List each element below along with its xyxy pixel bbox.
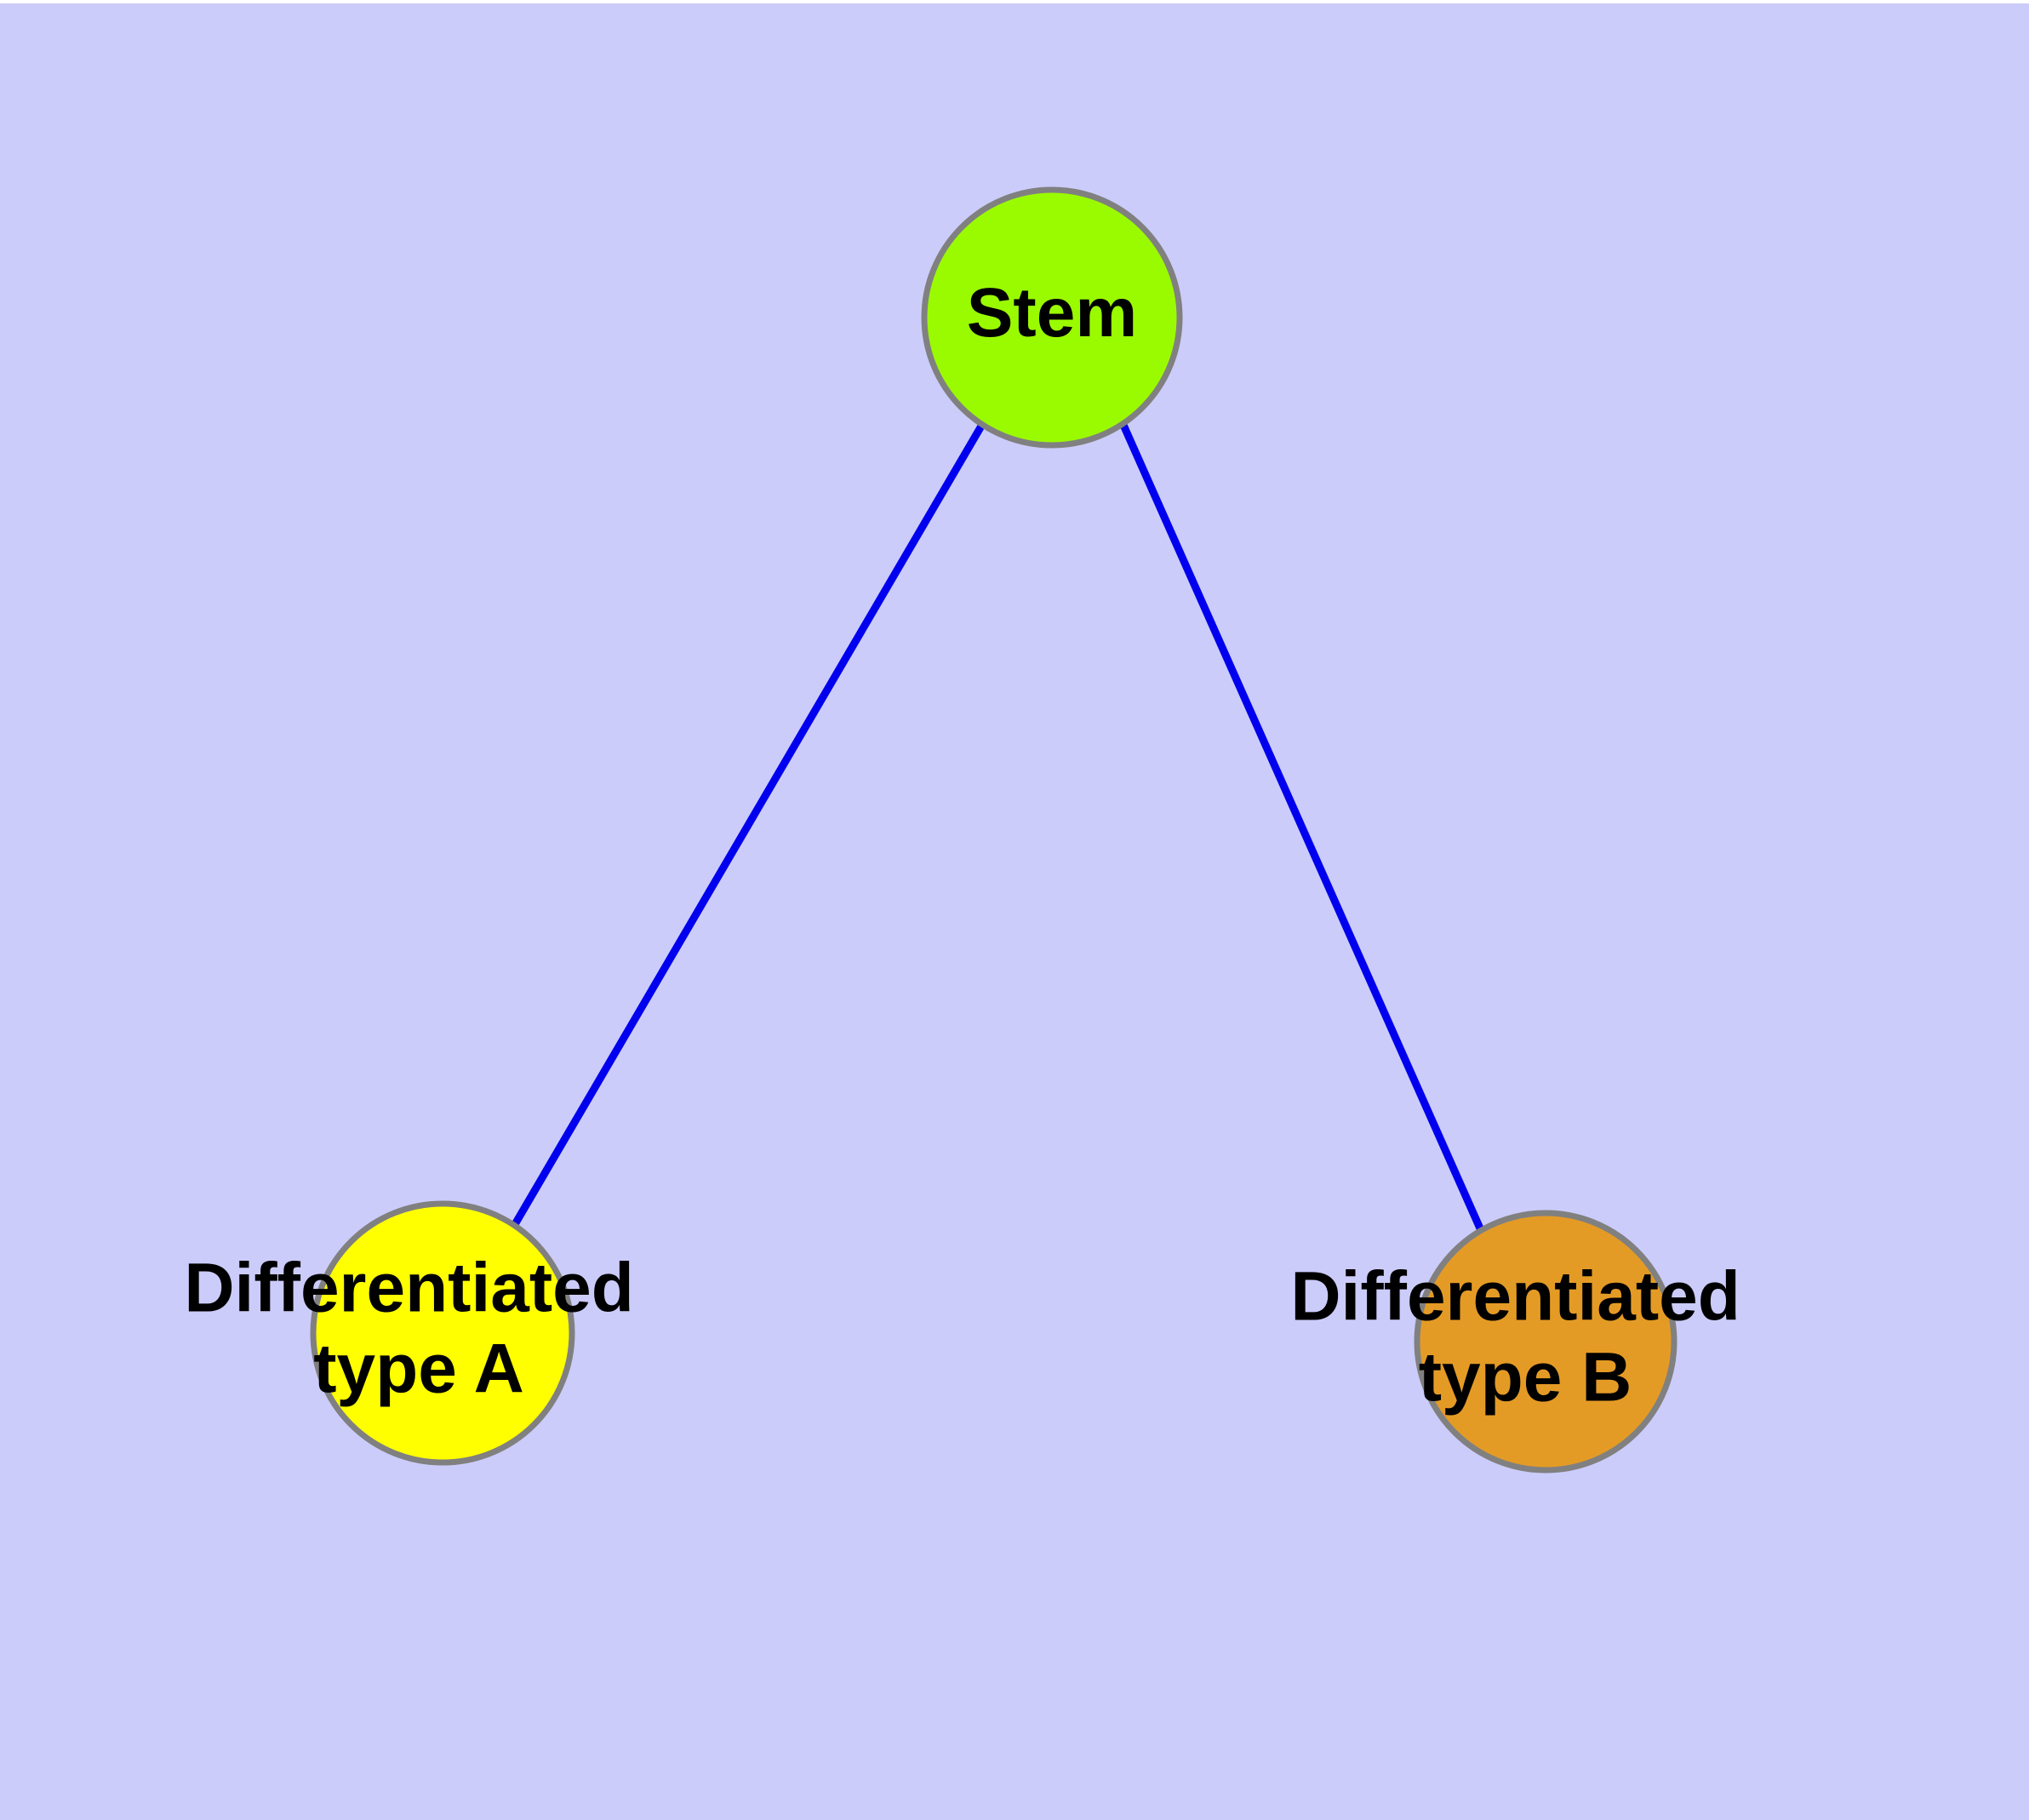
node-differentiated-type-a-circle[interactable] — [310, 1200, 575, 1466]
edge-layer — [511, 421, 1484, 1230]
node-layer: Stem Differentiated type A Differentiate… — [184, 186, 1759, 1474]
edge-stem-to-differentiated-a[interactable] — [511, 421, 986, 1228]
node-stem-label: Stem — [967, 274, 1138, 352]
node-differentiated-type-b-label-line-1: Differentiated — [1290, 1257, 1740, 1335]
node-differentiated-type-a-label: Differentiated type A — [184, 1249, 653, 1407]
node-differentiated-type-b-circle[interactable] — [1414, 1210, 1677, 1474]
node-differentiated-type-a-label-line-1: Differentiated — [184, 1249, 634, 1326]
node-stem-label-line-1: Stem — [967, 274, 1138, 352]
node-stem[interactable]: Stem — [921, 186, 1183, 449]
node-differentiated-type-b-label-line-2: type B — [1419, 1338, 1632, 1416]
node-differentiated-type-a-label-line-2: type A — [313, 1330, 524, 1407]
edge-stem-to-differentiated-b[interactable] — [1118, 421, 1484, 1230]
node-differentiated-type-b-label: Differentiated type B — [1290, 1257, 1759, 1416]
node-stem-circle[interactable] — [921, 186, 1183, 449]
node-differentiated-type-b[interactable]: Differentiated type B — [1290, 1210, 1759, 1474]
node-differentiated-type-a[interactable]: Differentiated type A — [184, 1200, 653, 1466]
